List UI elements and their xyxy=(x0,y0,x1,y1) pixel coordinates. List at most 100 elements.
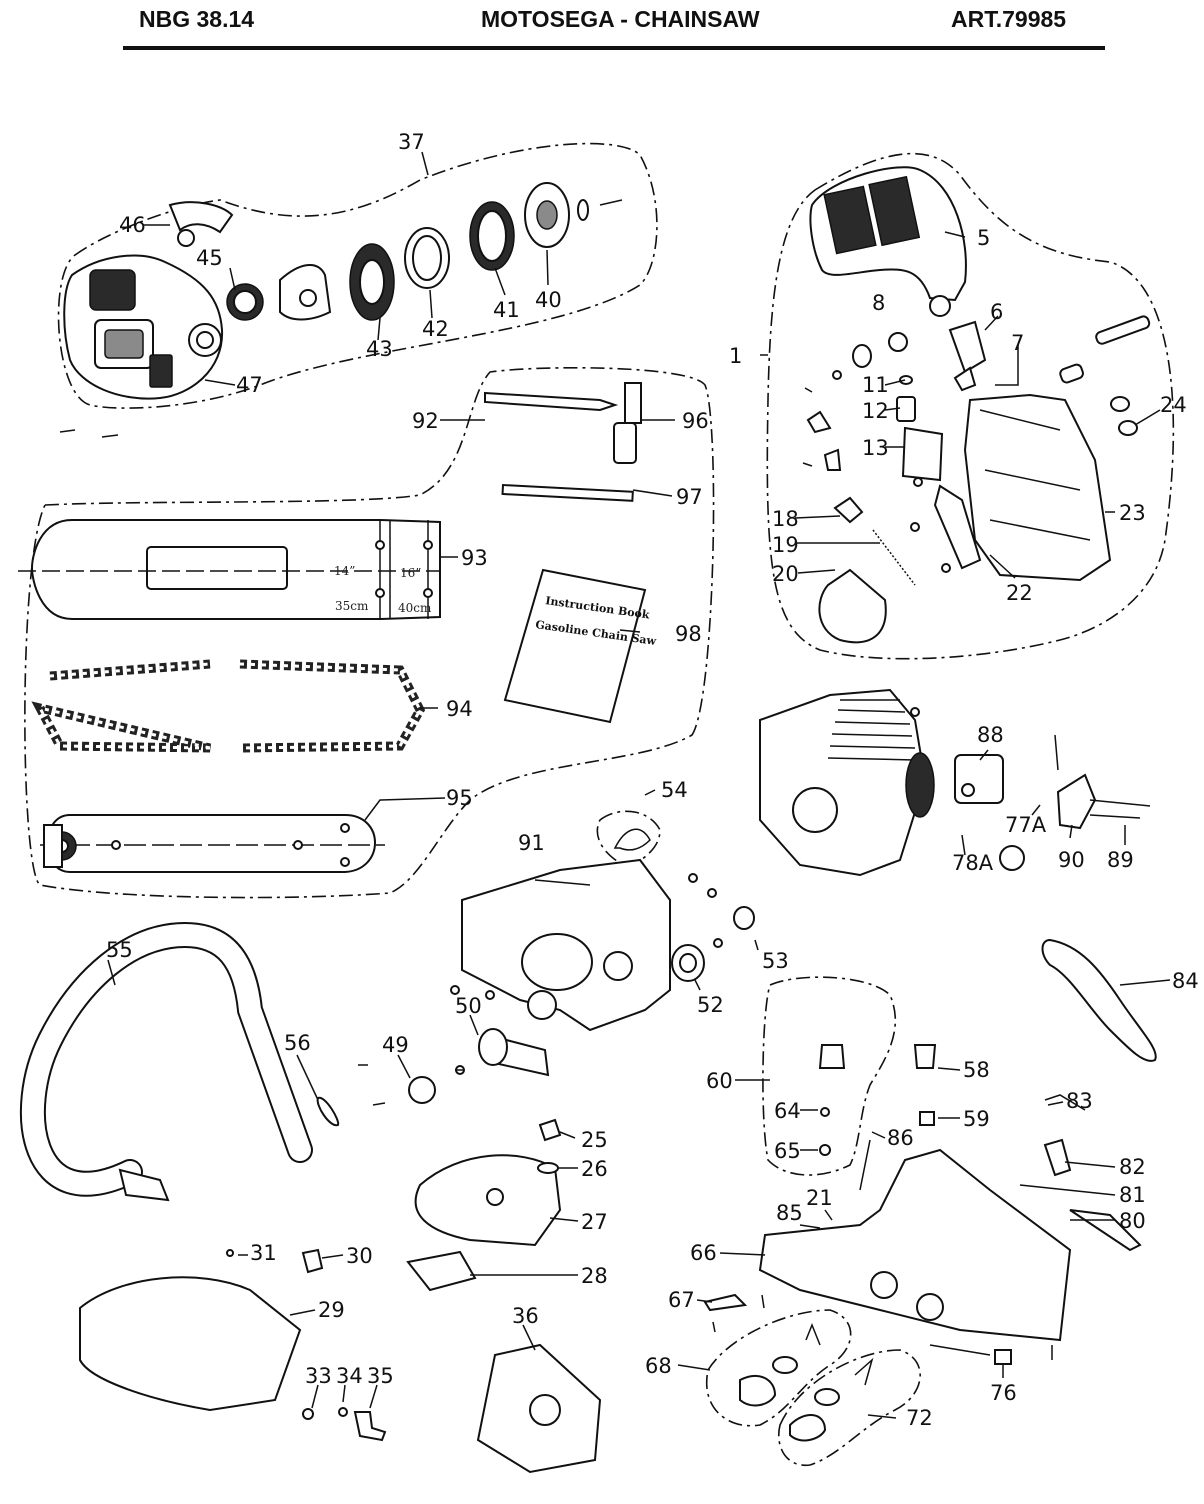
guide-bar-cover xyxy=(18,519,441,620)
part-label-59: 59 xyxy=(963,1107,990,1131)
part-label-19: 19 xyxy=(772,533,799,557)
leader-lines xyxy=(107,151,1171,1419)
part-label-18: 18 xyxy=(772,507,799,531)
group-72-outline xyxy=(778,1349,921,1466)
starter-assembly xyxy=(59,182,623,438)
part-label-77a: 77A xyxy=(1005,813,1047,837)
cylinder-cover xyxy=(79,1118,602,1474)
part-label-76: 76 xyxy=(990,1381,1017,1405)
part-label-47: 47 xyxy=(236,373,263,397)
part-label-91: 91 xyxy=(518,831,545,855)
part-label-53: 53 xyxy=(762,949,789,973)
wrench-and-file xyxy=(484,382,642,502)
bar-length-16: 16” xyxy=(400,566,421,580)
part-label-88: 88 xyxy=(977,723,1004,747)
part-label-40: 40 xyxy=(535,288,562,312)
part-label-78a: 78A xyxy=(952,851,994,875)
part-label-22: 22 xyxy=(1006,581,1033,605)
part-label-98: 98 xyxy=(675,622,702,646)
part-label-30: 30 xyxy=(346,1244,373,1268)
part-label-46: 46 xyxy=(119,213,146,237)
chain-brake-assembly xyxy=(802,166,1151,644)
part-label-31: 31 xyxy=(250,1241,277,1265)
part-label-64: 64 xyxy=(774,1099,801,1123)
part-label-83: 83 xyxy=(1066,1089,1093,1113)
part-label-55: 55 xyxy=(106,938,133,962)
header-model: NBG 38.14 xyxy=(139,6,255,32)
part-label-45: 45 xyxy=(196,246,223,270)
part-label-90: 90 xyxy=(1058,848,1085,872)
part-label-21: 21 xyxy=(806,1186,833,1210)
part-label-65: 65 xyxy=(774,1139,801,1163)
part-label-20: 20 xyxy=(772,562,799,586)
part-label-67: 67 xyxy=(668,1288,695,1312)
part-label-93: 93 xyxy=(461,546,488,570)
rear-handle-tank xyxy=(703,938,1157,1442)
part-label-7: 7 xyxy=(1011,331,1024,355)
front-handle xyxy=(19,921,463,1202)
part-label-86: 86 xyxy=(887,1126,914,1150)
part-label-26: 26 xyxy=(581,1157,608,1181)
part-label-5: 5 xyxy=(977,226,990,250)
part-label-80: 80 xyxy=(1119,1209,1146,1233)
part-label-72: 72 xyxy=(906,1406,933,1430)
header-article: ART.79985 xyxy=(951,6,1067,32)
part-label-89: 89 xyxy=(1107,848,1134,872)
part-label-8: 8 xyxy=(872,291,885,315)
part-label-94: 94 xyxy=(446,697,473,721)
part-label-60: 60 xyxy=(706,1069,733,1093)
part-label-85: 85 xyxy=(776,1201,803,1225)
part-label-92: 92 xyxy=(412,409,439,433)
part-label-97: 97 xyxy=(676,485,703,509)
part-label-82: 82 xyxy=(1119,1155,1146,1179)
part-label-23: 23 xyxy=(1119,501,1146,525)
header-rule xyxy=(123,46,1105,50)
part-label-56: 56 xyxy=(284,1031,311,1055)
group-37-outline xyxy=(57,142,658,409)
part-label-54: 54 xyxy=(661,778,688,802)
part-label-28: 28 xyxy=(581,1264,608,1288)
part-label-25: 25 xyxy=(581,1128,608,1152)
part-label-29: 29 xyxy=(318,1298,345,1322)
group-1-outline xyxy=(766,152,1175,660)
part-label-13: 13 xyxy=(862,436,889,460)
part-label-84: 84 xyxy=(1172,969,1199,993)
part-label-1: 1 xyxy=(729,344,742,368)
header-title: MOTOSEGA - CHAINSAW xyxy=(481,6,760,32)
part-number-labels: 1 5 6 7 8 11 12 13 18 19 20 21 22 23 24 … xyxy=(106,130,1199,1430)
guide-bar xyxy=(40,814,385,873)
part-label-33: 33 xyxy=(305,1364,332,1388)
part-label-12: 12 xyxy=(862,399,889,423)
part-label-24: 24 xyxy=(1160,393,1187,417)
group-54-outline xyxy=(596,810,661,869)
bar-length-35cm: 35cm xyxy=(335,599,369,613)
part-label-96: 96 xyxy=(682,409,709,433)
part-label-42: 42 xyxy=(422,317,449,341)
part-label-37: 37 xyxy=(398,130,425,154)
bar-length-40cm: 40cm xyxy=(398,601,432,615)
part-label-6: 6 xyxy=(990,300,1003,324)
saw-chain xyxy=(31,659,426,753)
instruction-booklet xyxy=(503,568,647,724)
part-label-35: 35 xyxy=(367,1364,394,1388)
part-label-34: 34 xyxy=(336,1364,363,1388)
part-label-58: 58 xyxy=(963,1058,990,1082)
part-label-95: 95 xyxy=(446,786,473,810)
part-label-11: 11 xyxy=(862,373,889,397)
crankcase-assembly xyxy=(450,828,755,1077)
group-68-outline xyxy=(705,1309,852,1427)
part-label-66: 66 xyxy=(690,1241,717,1265)
part-label-50: 50 xyxy=(455,994,482,1018)
part-label-68: 68 xyxy=(645,1354,672,1378)
part-label-36: 36 xyxy=(512,1304,539,1328)
bar-length-14: 14” xyxy=(334,564,355,578)
part-label-49: 49 xyxy=(382,1033,409,1057)
engine-assembly xyxy=(759,688,1151,877)
part-label-43: 43 xyxy=(366,337,393,361)
part-label-41: 41 xyxy=(493,298,520,322)
part-label-81: 81 xyxy=(1119,1183,1146,1207)
group-accessories-outline xyxy=(24,366,715,899)
part-label-27: 27 xyxy=(581,1210,608,1234)
group-60-outline xyxy=(762,976,897,1176)
